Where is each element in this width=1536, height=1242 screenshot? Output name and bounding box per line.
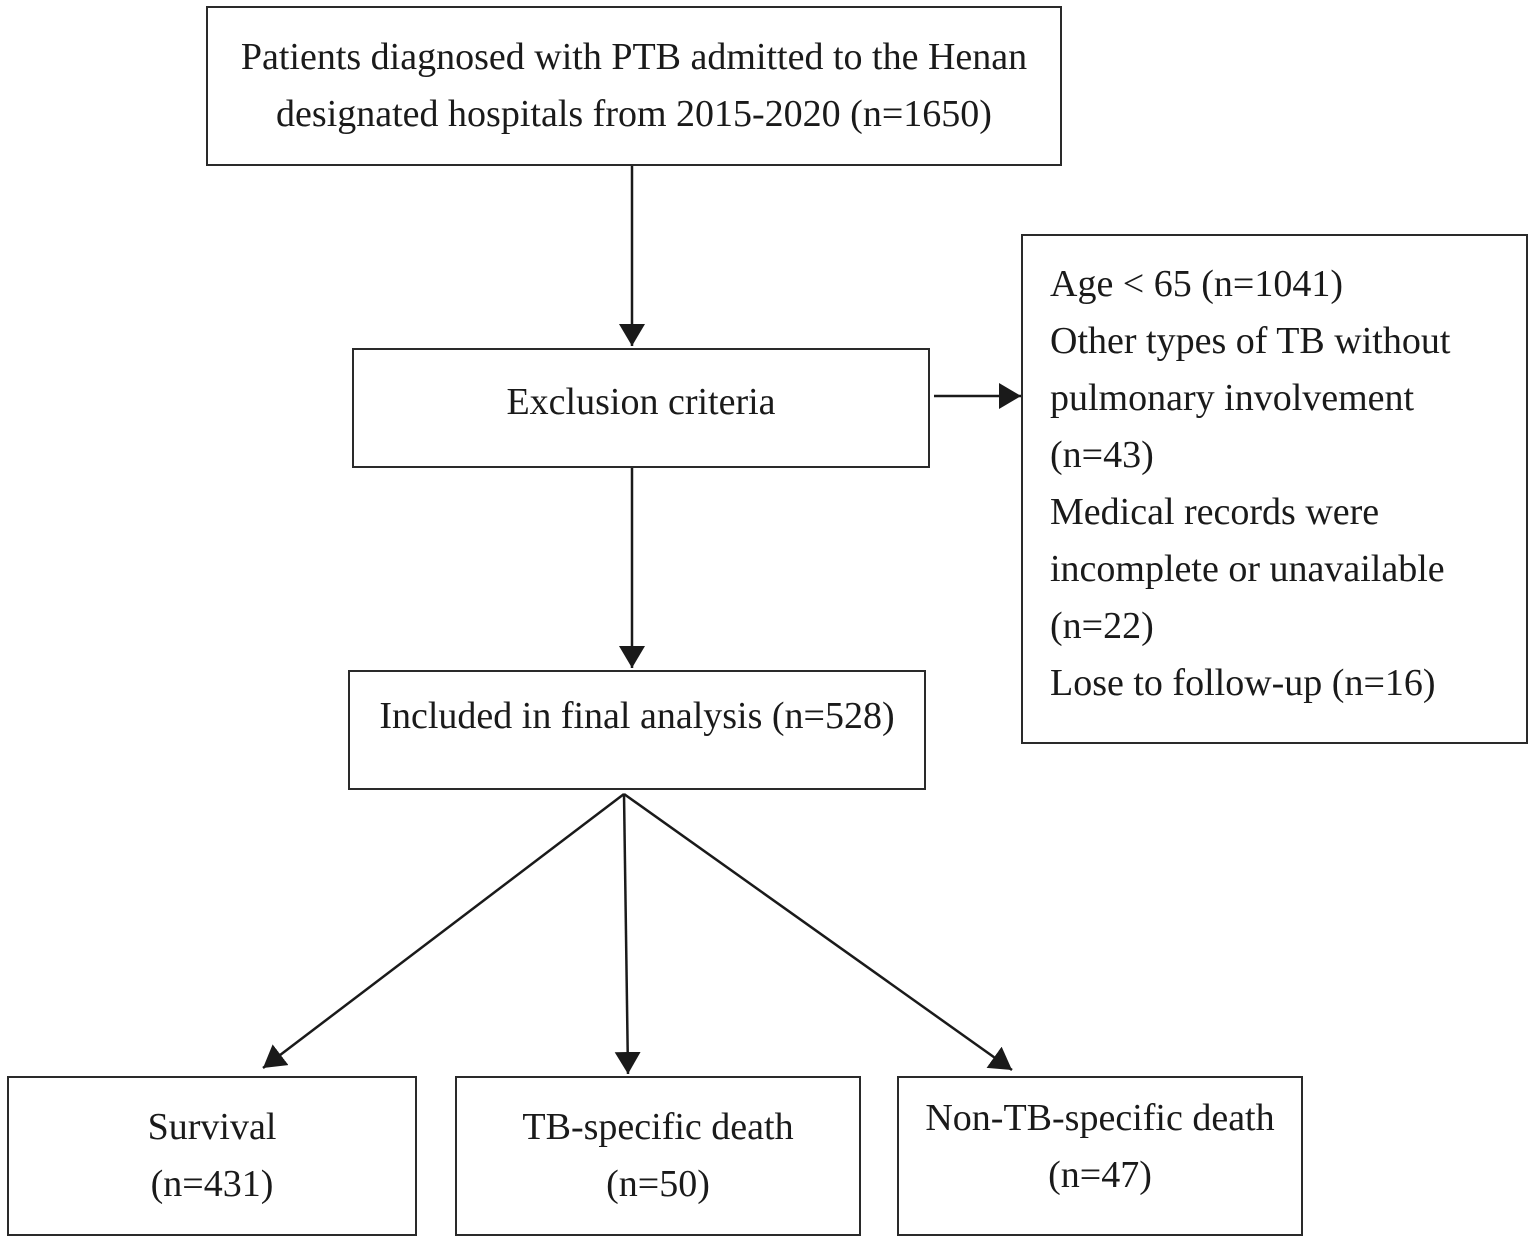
exclusion-list-line: Lose to follow-up (n=16) [1050, 662, 1436, 704]
exclusion-list-line: incomplete or unavailable [1050, 548, 1445, 590]
survival-label: Survival [147, 1106, 277, 1148]
tb-specific-death-box: TB-specific death (n=50) [455, 1076, 861, 1236]
exclusion-list-line: (n=22) [1050, 605, 1154, 647]
tb-specific-death-count: (n=50) [606, 1163, 710, 1205]
final-analysis-box: Included in final analysis (n=528) [348, 670, 926, 790]
exclusion-criteria-label: Exclusion criteria [506, 380, 776, 423]
start-line-2: designated hospitals from 2015-2020 (n=1… [276, 93, 992, 135]
non-tb-specific-death-text: Non-TB-specific death (n=47) [925, 1090, 1274, 1204]
survival-count: (n=431) [150, 1163, 274, 1205]
exclusion-list-line: pulmonary involvement [1050, 377, 1415, 419]
start-box: Patients diagnosed with PTB admitted to … [206, 6, 1062, 166]
non-tb-specific-death-count: (n=47) [1048, 1154, 1152, 1196]
arrow-final-to-survival [262, 793, 625, 1069]
final-analysis-label: Included in final analysis (n=528) [379, 694, 895, 737]
exclusion-list-line: (n=43) [1050, 434, 1154, 476]
exclusion-list-line: Age < 65 (n=1041) [1050, 263, 1343, 305]
survival-box: Survival (n=431) [7, 1076, 417, 1236]
start-line-1: Patients diagnosed with PTB admitted to … [240, 36, 1028, 78]
arrow-final-to-non-tb-death [623, 792, 1013, 1072]
non-tb-specific-death-label: Non-TB-specific death [925, 1097, 1275, 1139]
exclusion-list-box: Age < 65 (n=1041) Other types of TB with… [1021, 234, 1528, 744]
exclusion-list-line: Medical records were [1050, 491, 1380, 533]
exclusion-list-line: Other types of TB without [1050, 320, 1451, 362]
tb-specific-death-label: TB-specific death [522, 1106, 794, 1148]
exclusion-criteria-box: Exclusion criteria [352, 348, 930, 468]
non-tb-specific-death-box: Non-TB-specific death (n=47) [897, 1076, 1303, 1236]
arrow-final-to-tb-death [614, 793, 641, 1075]
